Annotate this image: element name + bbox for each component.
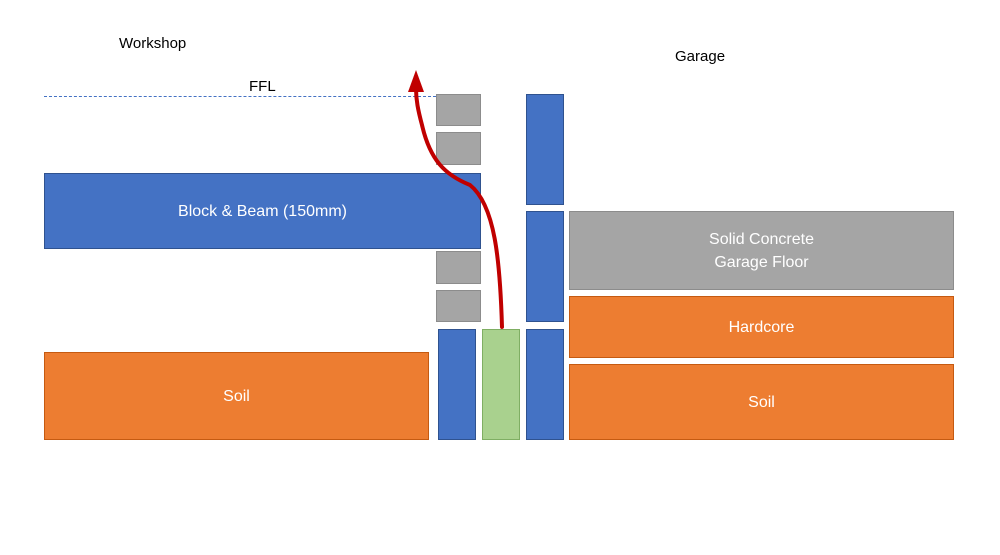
inner-wall-block-1: [436, 94, 481, 126]
block-and-beam-floor: Block & Beam (150mm): [44, 173, 481, 249]
soil-right-label: Soil: [748, 393, 775, 411]
ffl-dashed-line: [44, 96, 436, 97]
garage-label: Garage: [675, 48, 726, 65]
inner-wall-block-2: [436, 132, 481, 165]
arrow-head-icon: [408, 70, 424, 92]
hardcore-layer: Hardcore: [569, 296, 954, 358]
hardcore-label: Hardcore: [728, 318, 795, 336]
cavity-insulation: [482, 329, 520, 440]
workshop-label: Workshop: [119, 35, 187, 52]
outer-wall-block-lower: [526, 211, 564, 322]
soil-right: Soil: [569, 364, 954, 440]
soil-left-label: Soil: [223, 387, 250, 405]
solid-concrete-garage-floor: Solid Concrete Garage Floor: [569, 211, 954, 290]
solid-concrete-label-line1: Solid Concrete: [709, 230, 814, 248]
outer-foundation-block: [526, 329, 564, 440]
soil-left: Soil: [44, 352, 429, 440]
inner-wall-block-3: [436, 251, 481, 284]
solid-concrete-label-line2: Garage Floor: [714, 253, 809, 271]
block-and-beam-label: Block & Beam (150mm): [178, 202, 347, 220]
ffl-label: FFL: [249, 78, 276, 95]
inner-wall-block-4: [436, 290, 481, 322]
inner-foundation-block: [438, 329, 476, 440]
outer-wall-block-upper: [526, 94, 564, 205]
